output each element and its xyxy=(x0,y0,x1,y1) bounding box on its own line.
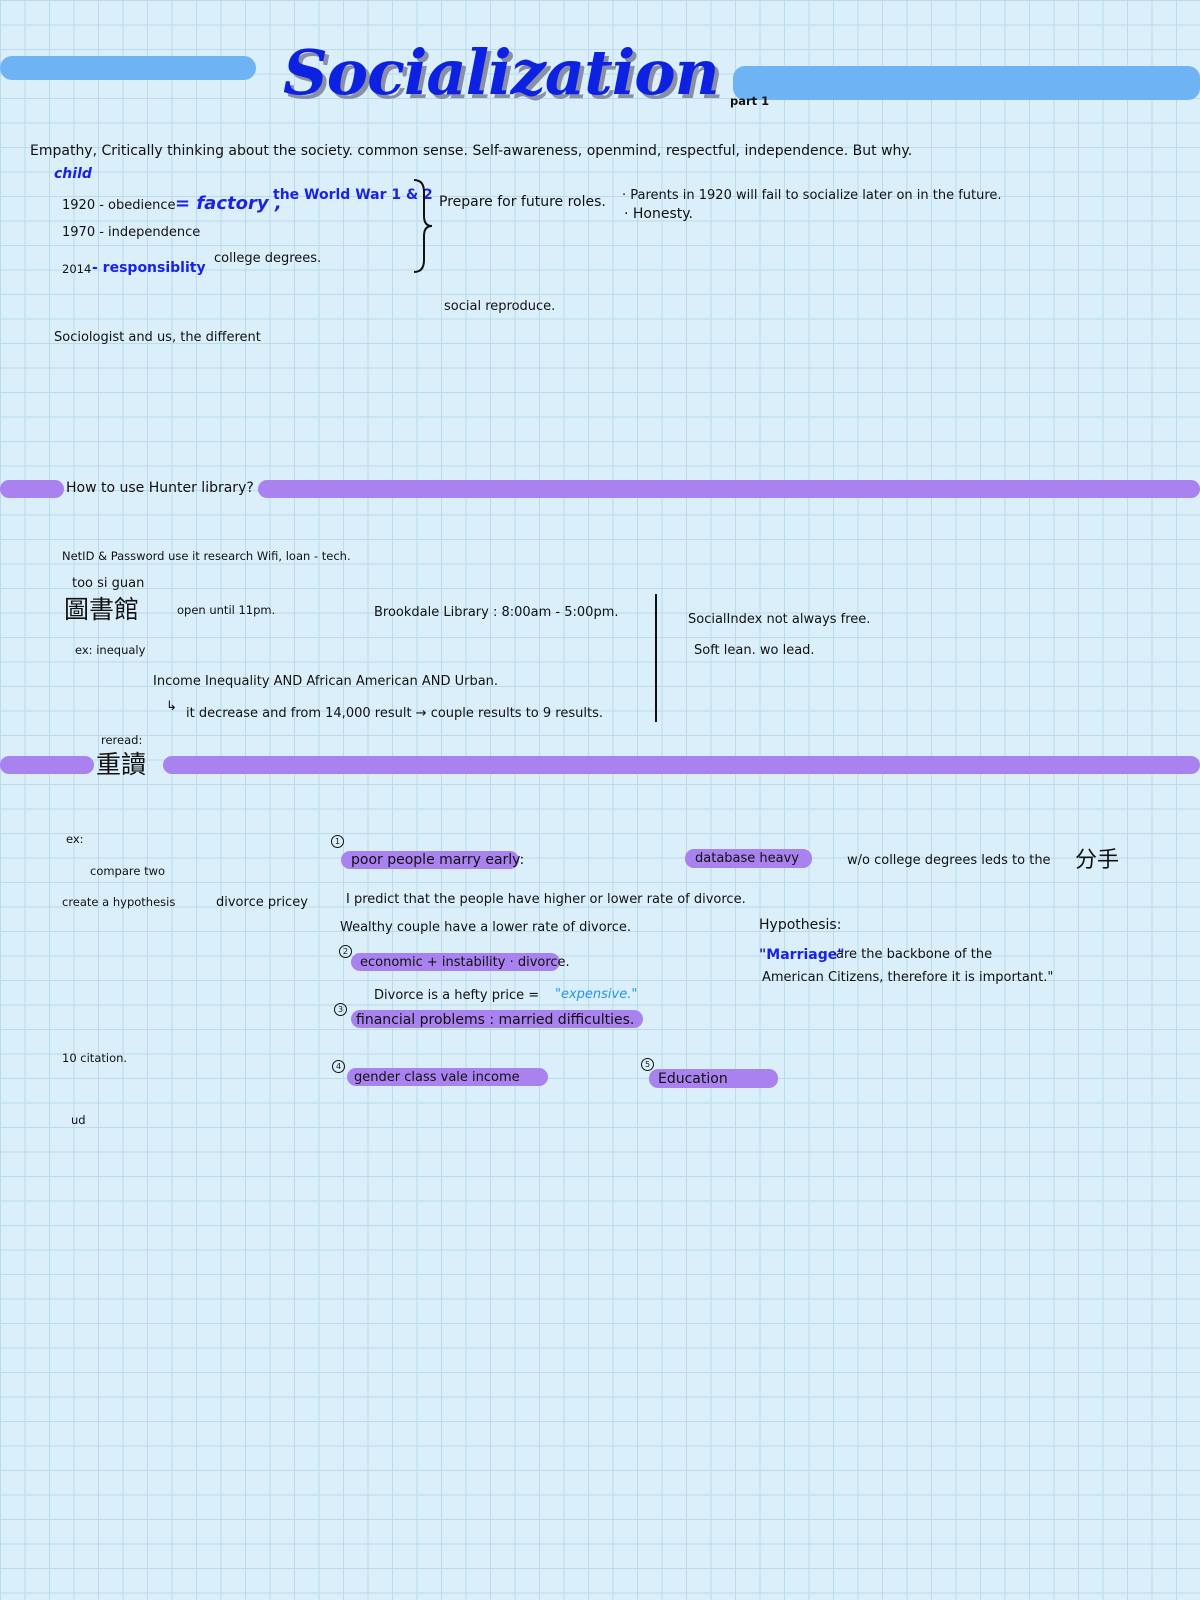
poor-text: poor people marry early: xyxy=(351,852,525,868)
prepare-text: Prepare for future roles. xyxy=(439,194,606,210)
gender-text: gender class vale income xyxy=(354,1070,520,1085)
brookdale-text: Brookdale Library : 8:00am - 5:00pm. xyxy=(374,605,619,620)
sociologist-text: Sociologist and us, the different xyxy=(54,330,261,345)
number-4: 4 xyxy=(332,1060,345,1073)
college-degrees-text: college degrees. xyxy=(214,251,322,266)
pinyin-text: too si guan xyxy=(72,576,145,591)
income-text: Income Inequality AND African American A… xyxy=(153,674,499,689)
predict-text: I predict that the people have higher or… xyxy=(346,892,746,907)
economic-highlight xyxy=(351,953,560,971)
library-chinese: 圖書館 xyxy=(64,595,140,624)
library-band-right xyxy=(258,480,1200,498)
backbone-text: are the backbone of the xyxy=(836,947,993,962)
number-5: 5 xyxy=(641,1058,654,1071)
part-label: part 1 xyxy=(730,94,770,108)
financial-highlight xyxy=(351,1010,643,1028)
number-1: 1 xyxy=(331,835,344,848)
vertical-divider xyxy=(655,594,657,722)
reread-band-right xyxy=(163,756,1200,774)
number-3: 3 xyxy=(334,1003,347,1016)
open-hours-text: open until 11pm. xyxy=(177,603,276,617)
netid-text: NetID & Password use it research Wifi, l… xyxy=(62,549,351,563)
education-text: Education xyxy=(658,1071,728,1087)
citation-text: 10 citation. xyxy=(62,1051,128,1065)
timeline-1920: 1920 - obedience xyxy=(62,198,176,213)
create-hypothesis-text: create a hypothesis xyxy=(62,895,176,909)
database-text: database heavy xyxy=(695,851,799,866)
page-title: Socialization xyxy=(283,36,720,109)
breakup-chinese: 分手 xyxy=(1075,848,1120,873)
social-index-text: SocialIndex not always free. xyxy=(688,612,871,627)
factory-text: = factory , xyxy=(175,193,282,214)
title-band-right xyxy=(733,66,1200,100)
education-highlight xyxy=(649,1069,778,1088)
parents-text: · Parents in 1920 will fail to socialize… xyxy=(622,188,1002,203)
curly-brace-icon xyxy=(413,179,433,273)
timeline-2014: 2014 xyxy=(62,262,92,276)
gender-highlight xyxy=(347,1068,548,1086)
world-war-text: the World War 1 & 2 xyxy=(273,187,433,203)
intro-line: Empathy, Critically thinking about the s… xyxy=(30,143,913,159)
divorce-pricey-text: divorce pricey xyxy=(216,895,308,910)
number-2: 2 xyxy=(339,945,352,958)
honesty-text: · Honesty. xyxy=(624,206,694,222)
library-band-left xyxy=(0,480,64,498)
example-text: ex: inequaly xyxy=(75,643,146,657)
poor-highlight xyxy=(341,851,519,869)
reread-band-left xyxy=(0,756,94,774)
timeline-1970: 1970 - independence xyxy=(62,225,201,240)
hypothesis-label: Hypothesis: xyxy=(759,917,842,933)
wo-college-text: w/o college degrees leds to the xyxy=(847,853,1051,868)
title-band-left xyxy=(0,56,256,80)
marriage-text: "Marriage" xyxy=(759,947,845,963)
american-text: American Citizens, therefore it is impor… xyxy=(762,970,1054,985)
wealthy-text: Wealthy couple have a lower rate of divo… xyxy=(340,920,632,935)
responsibility-text: - responsiblity xyxy=(92,260,206,276)
economic-text: economic + instability · divorce. xyxy=(360,955,570,970)
ud-text: ud xyxy=(71,1113,86,1127)
soft-lean-text: Soft lean. wo lead. xyxy=(694,643,815,658)
social-reproduce-text: social reproduce. xyxy=(444,299,556,314)
reread-label: reread: xyxy=(101,733,143,747)
decrease-text: it decrease and from 14,000 result → cou… xyxy=(186,706,603,721)
arrow-icon: ↳ xyxy=(166,699,177,714)
hefty-text: Divorce is a hefty price = xyxy=(374,988,540,1003)
reread-chinese: 重讀 xyxy=(96,750,147,779)
database-highlight xyxy=(685,849,812,868)
expensive-text: "expensive." xyxy=(555,987,638,1002)
child-label: child xyxy=(54,166,92,182)
financial-text: financial problems : married difficultie… xyxy=(356,1012,635,1028)
library-heading: How to use Hunter library? xyxy=(66,480,254,496)
ex-label: ex: xyxy=(66,832,84,846)
compare-text: compare two xyxy=(90,864,166,878)
